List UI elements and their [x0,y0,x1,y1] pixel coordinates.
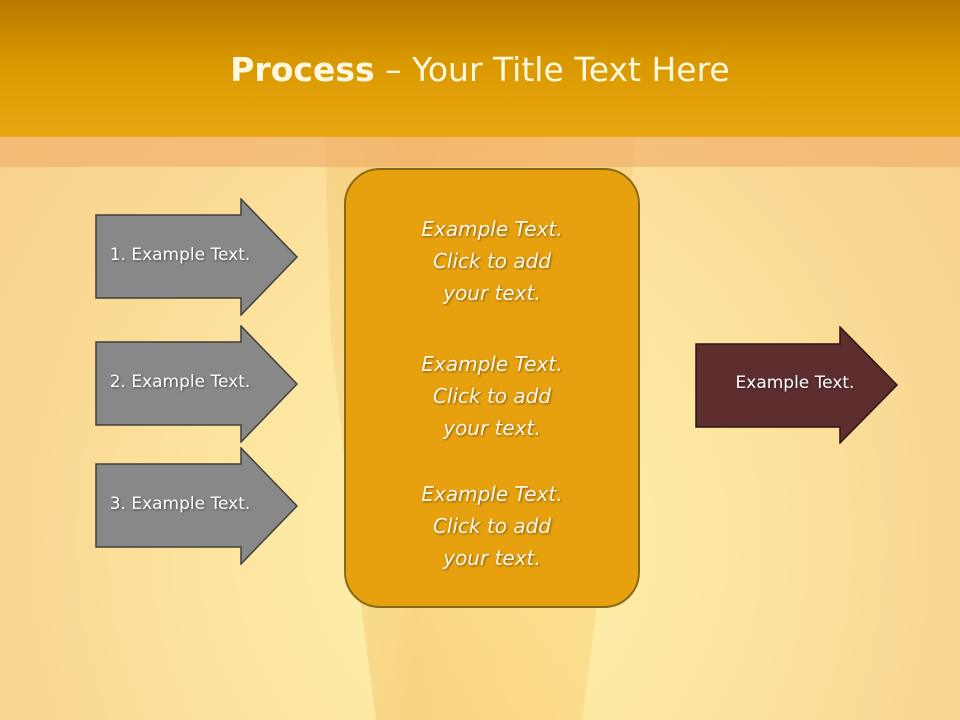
center-block-1-line2: Click to add [432,249,552,273]
right-arrow[interactable]: Example Text. [695,326,900,444]
center-block-2: Example Text. Click to add your text. [344,348,640,444]
center-block-3-line3: your text. [443,546,541,570]
title-band [0,137,960,167]
center-block-1: Example Text. Click to add your text. [344,213,640,309]
left-arrow-3-label: 3. Example Text. [109,494,251,514]
left-arrow-1-label: 1. Example Text. [109,245,251,265]
title-bold: Process [230,50,375,89]
arrow-shape [95,198,299,316]
left-arrow-2-label: 2. Example Text. [109,372,251,392]
center-block-2-line2: Click to add [432,384,552,408]
arrow-shape [95,447,299,565]
left-arrow-2[interactable]: 2. Example Text. [95,325,300,443]
arrow-shape [95,325,299,443]
slide-title[interactable]: Process – Your Title Text Here [0,50,960,89]
center-text-box[interactable] [344,168,640,608]
title-rest: – Your Title Text Here [374,50,730,89]
title-bar [0,0,960,137]
arrow-shape [695,326,899,444]
center-block-3-line2: Click to add [432,514,552,538]
right-arrow-label: Example Text. [735,373,855,393]
center-block-2-line3: your text. [443,416,541,440]
center-block-3-line1: Example Text. [421,482,563,506]
left-arrow-1[interactable]: 1. Example Text. [95,198,300,316]
center-block-1-line1: Example Text. [421,217,563,241]
center-block-2-line1: Example Text. [421,352,563,376]
left-arrow-3[interactable]: 3. Example Text. [95,447,300,565]
center-block-3: Example Text. Click to add your text. [344,478,640,574]
center-block-1-line3: your text. [443,281,541,305]
